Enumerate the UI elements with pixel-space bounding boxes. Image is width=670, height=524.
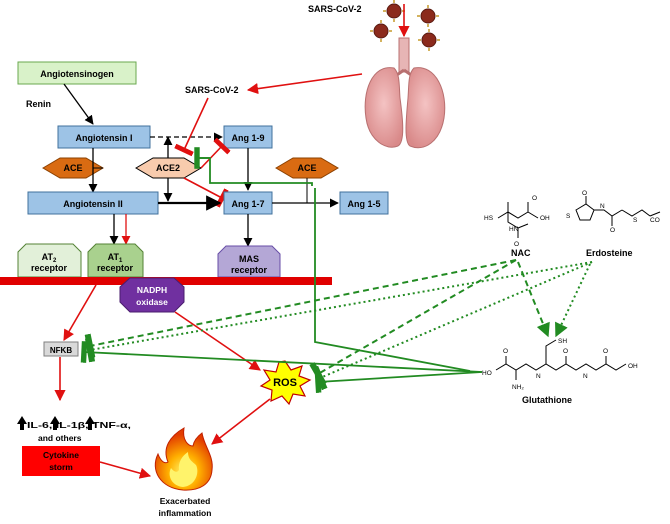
erdosteine-structure-icon <box>575 196 661 226</box>
angiotensinogen-box <box>17 61 137 85</box>
sars-cov2-label-top: SARS-CoV-2 <box>308 4 362 14</box>
ros-to-inflam-arrow <box>211 398 271 445</box>
lung-to-virus-arrow <box>246 73 363 95</box>
angiotensinogen-to-angi-arrow <box>63 83 94 125</box>
mas-receptor-line2: receptor <box>231 265 268 275</box>
nac-structure-icon <box>497 202 539 238</box>
erdosteine-inhibit-ros <box>312 261 593 391</box>
cytokines-line1: IL-6, IL-1β, TNF-α, <box>27 420 131 430</box>
ang15-box <box>339 191 389 215</box>
erdosteine-to-glutathione <box>555 263 591 338</box>
virus-icon <box>373 3 437 48</box>
glutathione-inhibit-nfkb <box>80 341 483 373</box>
nadph-line1: NADPH <box>137 285 167 295</box>
cytokine-storm-line2: storm <box>49 462 73 472</box>
nac-atoms: HS O OH HN O <box>484 195 552 248</box>
ros-label: ROS <box>273 377 297 389</box>
inflam-line1: Exacerbated <box>160 496 211 506</box>
at1-to-nfkb-arrow <box>63 284 97 341</box>
ace2-red-inhibit-ang17 <box>183 177 229 208</box>
at1-receptor-label: receptor <box>97 263 134 273</box>
glutathione-label: Glutathione <box>522 395 572 405</box>
cytokine-storm-line1: Cytokine <box>43 450 79 460</box>
ace-right-diamond <box>275 157 339 179</box>
inflam-line2: inflammation <box>159 508 212 518</box>
ang15-label: Ang 1-5 <box>347 199 380 209</box>
at2-receptor-label: receptor <box>31 263 68 273</box>
cytokine-storm-box <box>22 446 100 476</box>
glutathione-atoms: HO O NH₂ N SH O N O OH <box>482 338 638 391</box>
ros-burst-icon <box>259 360 312 406</box>
ang17-label: Ang 1-7 <box>231 199 264 209</box>
nac-inhibit-nfkb <box>84 259 517 359</box>
ace2-red-inhibit-ang19 <box>200 137 231 169</box>
nadph-line2: oxidase <box>136 297 168 307</box>
angiotensin-i-label: Angiotensin I <box>76 133 133 143</box>
lungs-icon <box>364 37 446 149</box>
storm-to-inflam-arrow <box>99 461 152 479</box>
nadph-oxidase-hexagon <box>119 277 185 313</box>
ang19-label: Ang 1-9 <box>231 133 264 143</box>
glutathione-inhibit-ros <box>314 371 483 393</box>
green-ace2-inhibit <box>197 158 471 372</box>
sars-cov2-label-mid: SARS-CoV-2 <box>185 85 239 95</box>
nfkb-box <box>43 341 79 357</box>
virus-inhibit-ace2 <box>174 97 209 157</box>
ace2-label: ACE2 <box>156 163 180 173</box>
nfkb-label: NFKB <box>50 346 72 355</box>
erdosteine-label: Erdosteine <box>586 248 633 258</box>
fire-icon <box>154 427 213 491</box>
ace-right-label: ACE <box>297 163 316 173</box>
ace-left-label: ACE <box>63 163 82 173</box>
up-arrow-icon <box>17 416 95 430</box>
nac-inhibit-ros <box>309 259 517 386</box>
angiotensin-ii-label: Angiotensin II <box>63 199 123 209</box>
mas-receptor-line1: MAS <box>239 254 259 264</box>
nac-label: NAC <box>511 248 531 258</box>
erdosteine-atoms: S O N O S CO <box>566 190 660 234</box>
glutathione-structure-icon <box>495 339 627 380</box>
renin-label: Renin <box>26 99 51 109</box>
cytokines-line2: and others <box>38 433 82 443</box>
angiotensinogen-label: Angiotensinogen <box>40 69 114 79</box>
